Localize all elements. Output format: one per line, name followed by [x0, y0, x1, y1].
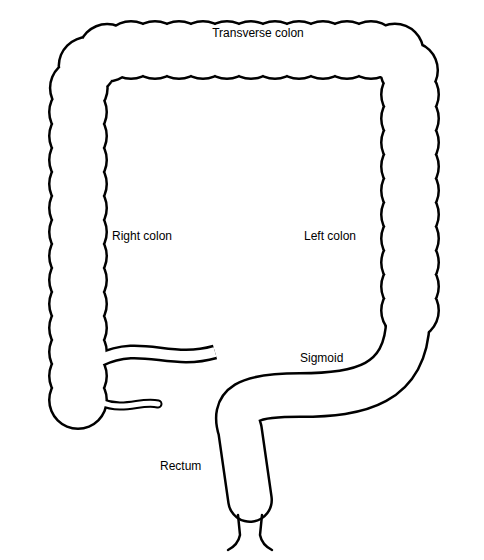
part-label: Rectum	[160, 459, 201, 473]
part-label: Right colon	[112, 229, 172, 243]
part-label: Left colon	[304, 229, 356, 243]
part-label: Transverse colon	[212, 26, 304, 40]
part-label: Sigmoid	[300, 351, 343, 365]
